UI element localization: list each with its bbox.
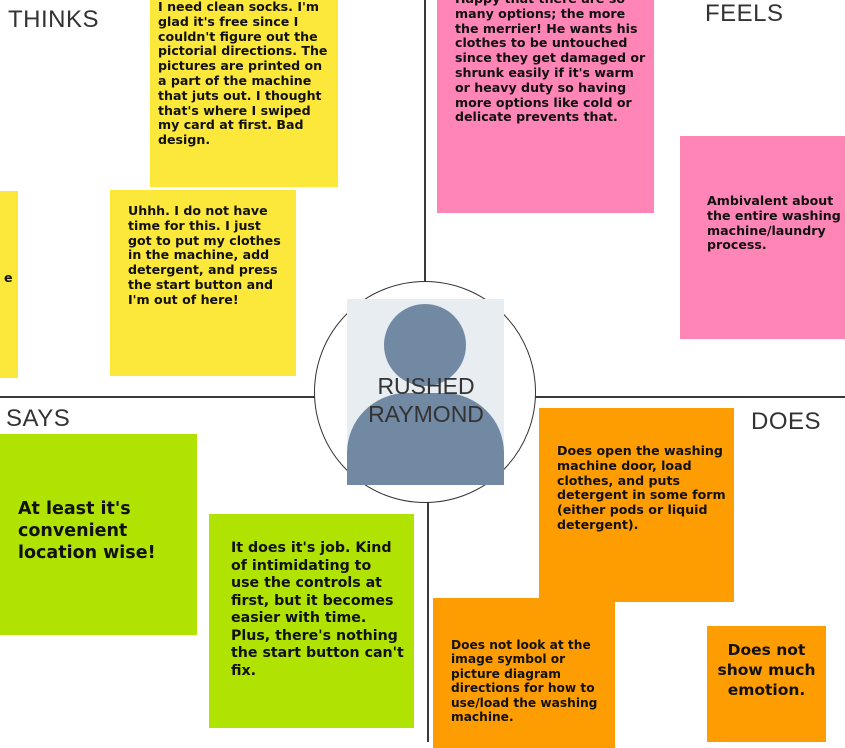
thinks-note-no-time: Uhhh. I do not have time for this. I jus… <box>110 190 296 376</box>
thinks-note-clean-socks: I need clean socks. I'm glad it's free s… <box>150 0 338 187</box>
thinks-note-clean-socks-text: I need clean socks. I'm glad it's free s… <box>158 0 328 148</box>
does-note-open-door: Does open the washing machine door, load… <box>539 408 734 602</box>
says-note-does-its-job: It does it's job. Kind of intimidating t… <box>209 514 414 728</box>
horizontal-axis-right <box>535 396 845 398</box>
does-note-no-diagram: Does not look at the image symbol or pic… <box>433 598 615 748</box>
says-note-convenient-text: At least it's convenient location wise! <box>18 499 156 563</box>
quadrant-label-does: DOES <box>751 408 822 435</box>
quadrant-label-says: SAYS <box>6 405 71 432</box>
thinks-note-partial: e <box>0 191 18 378</box>
does-note-no-diagram-text: Does not look at the image symbol or pic… <box>451 638 598 725</box>
horizontal-axis-left <box>0 396 316 398</box>
feels-note-options: Happy that there are so many options; th… <box>437 0 654 213</box>
feels-note-ambivalent-text: Ambivalent about the entire washing mach… <box>707 193 841 253</box>
quadrant-label-feels: FEELS <box>705 0 784 27</box>
vertical-axis-bottom <box>427 502 429 742</box>
quadrant-label-thinks: THINKS <box>8 6 100 33</box>
thinks-note-no-time-text: Uhhh. I do not have time for this. I jus… <box>128 203 281 307</box>
feels-note-ambivalent: Ambivalent about the entire washing mach… <box>680 136 845 339</box>
does-note-no-emotion: Does not show much emotion. <box>707 626 826 742</box>
says-note-convenient: At least it's convenient location wise! <box>0 434 197 635</box>
does-note-open-door-text: Does open the washing machine door, load… <box>557 443 726 532</box>
persona-name: RUSHED RAYMOND <box>336 372 516 428</box>
feels-note-options-text: Happy that there are so many options; th… <box>455 0 646 125</box>
thinks-note-partial-text: e <box>4 270 13 285</box>
avatar <box>347 299 504 485</box>
avatar-head-icon <box>384 304 466 386</box>
does-note-no-emotion-text: Does not show much emotion. <box>717 641 816 699</box>
persona-name-line2: RAYMOND <box>368 401 484 427</box>
avatar-body-icon <box>347 393 504 485</box>
persona-name-line1: RUSHED <box>377 373 475 399</box>
says-note-does-its-job-text: It does it's job. Kind of intimidating t… <box>231 540 404 679</box>
vertical-axis-top <box>424 0 426 283</box>
